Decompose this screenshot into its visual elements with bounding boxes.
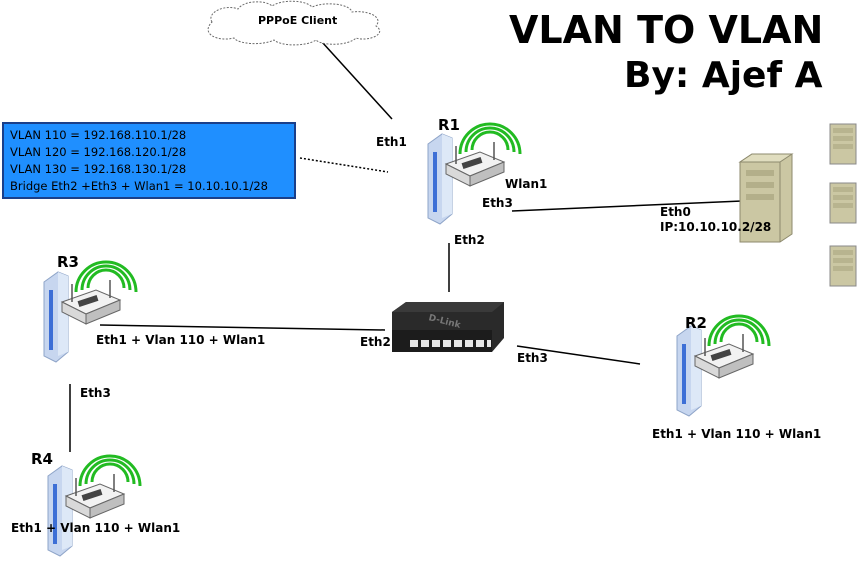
vlan-line-1: VLAN 110 = 192.168.110.1/28 — [10, 128, 187, 142]
r3-caption: Eth1 + Vlan 110 + Wlan1 — [96, 333, 266, 347]
r1-eth1-label: Eth1 — [376, 135, 407, 149]
r2-caption: Eth1 + Vlan 110 + Wlan1 — [652, 427, 822, 441]
router-r1-name: R1 — [438, 116, 460, 134]
server-icon — [738, 153, 794, 243]
router-r3-name: R3 — [57, 253, 79, 271]
switch-eth3-label: Eth3 — [517, 351, 548, 365]
link-r1-server — [511, 200, 743, 212]
r1-wlan1-label: Wlan1 — [505, 177, 548, 191]
r3-eth3-label: Eth3 — [80, 386, 111, 400]
vlan-line-3: VLAN 130 = 192.168.130.1/28 — [10, 162, 187, 176]
vlan-line-4: Bridge Eth2 +Eth3 + Wlan1 = 10.10.10.1/2… — [10, 179, 268, 193]
r4-caption: Eth1 + Vlan 110 + Wlan1 — [11, 521, 181, 535]
r1-eth3-label: Eth3 — [482, 196, 513, 210]
server-small-3-icon — [829, 245, 857, 287]
router-r2-name: R2 — [685, 314, 707, 332]
title-line2: By: Ajef A — [624, 55, 823, 96]
r1-eth2-label: Eth2 — [454, 233, 485, 247]
link-switch-r2 — [516, 345, 641, 365]
link-cloud-r1 — [321, 41, 393, 120]
link-box-r1 — [299, 157, 389, 173]
server-small-2-icon — [829, 182, 857, 224]
vlan-line-2: VLAN 120 = 192.168.120.1/28 — [10, 145, 187, 159]
switch-eth2-label: Eth2 — [360, 335, 391, 349]
title-line1: VLAN TO VLAN — [509, 8, 824, 52]
server-ip-label: IP:10.10.10.2/28 — [660, 220, 772, 234]
switch-icon: D-Link — [392, 302, 504, 352]
router-r4-icon — [46, 454, 142, 558]
cloud-icon — [207, 0, 381, 46]
router-r4-name: R4 — [31, 450, 53, 468]
link-r3-switch — [99, 324, 386, 331]
vlan-info-box: VLAN 110 = 192.168.110.1/28 VLAN 120 = 1… — [2, 122, 296, 199]
server-small-1-icon — [829, 123, 857, 165]
cloud-label: PPPoE Client — [258, 14, 338, 27]
server-eth0-label: Eth0 — [660, 205, 691, 219]
router-r3-icon — [42, 260, 138, 364]
